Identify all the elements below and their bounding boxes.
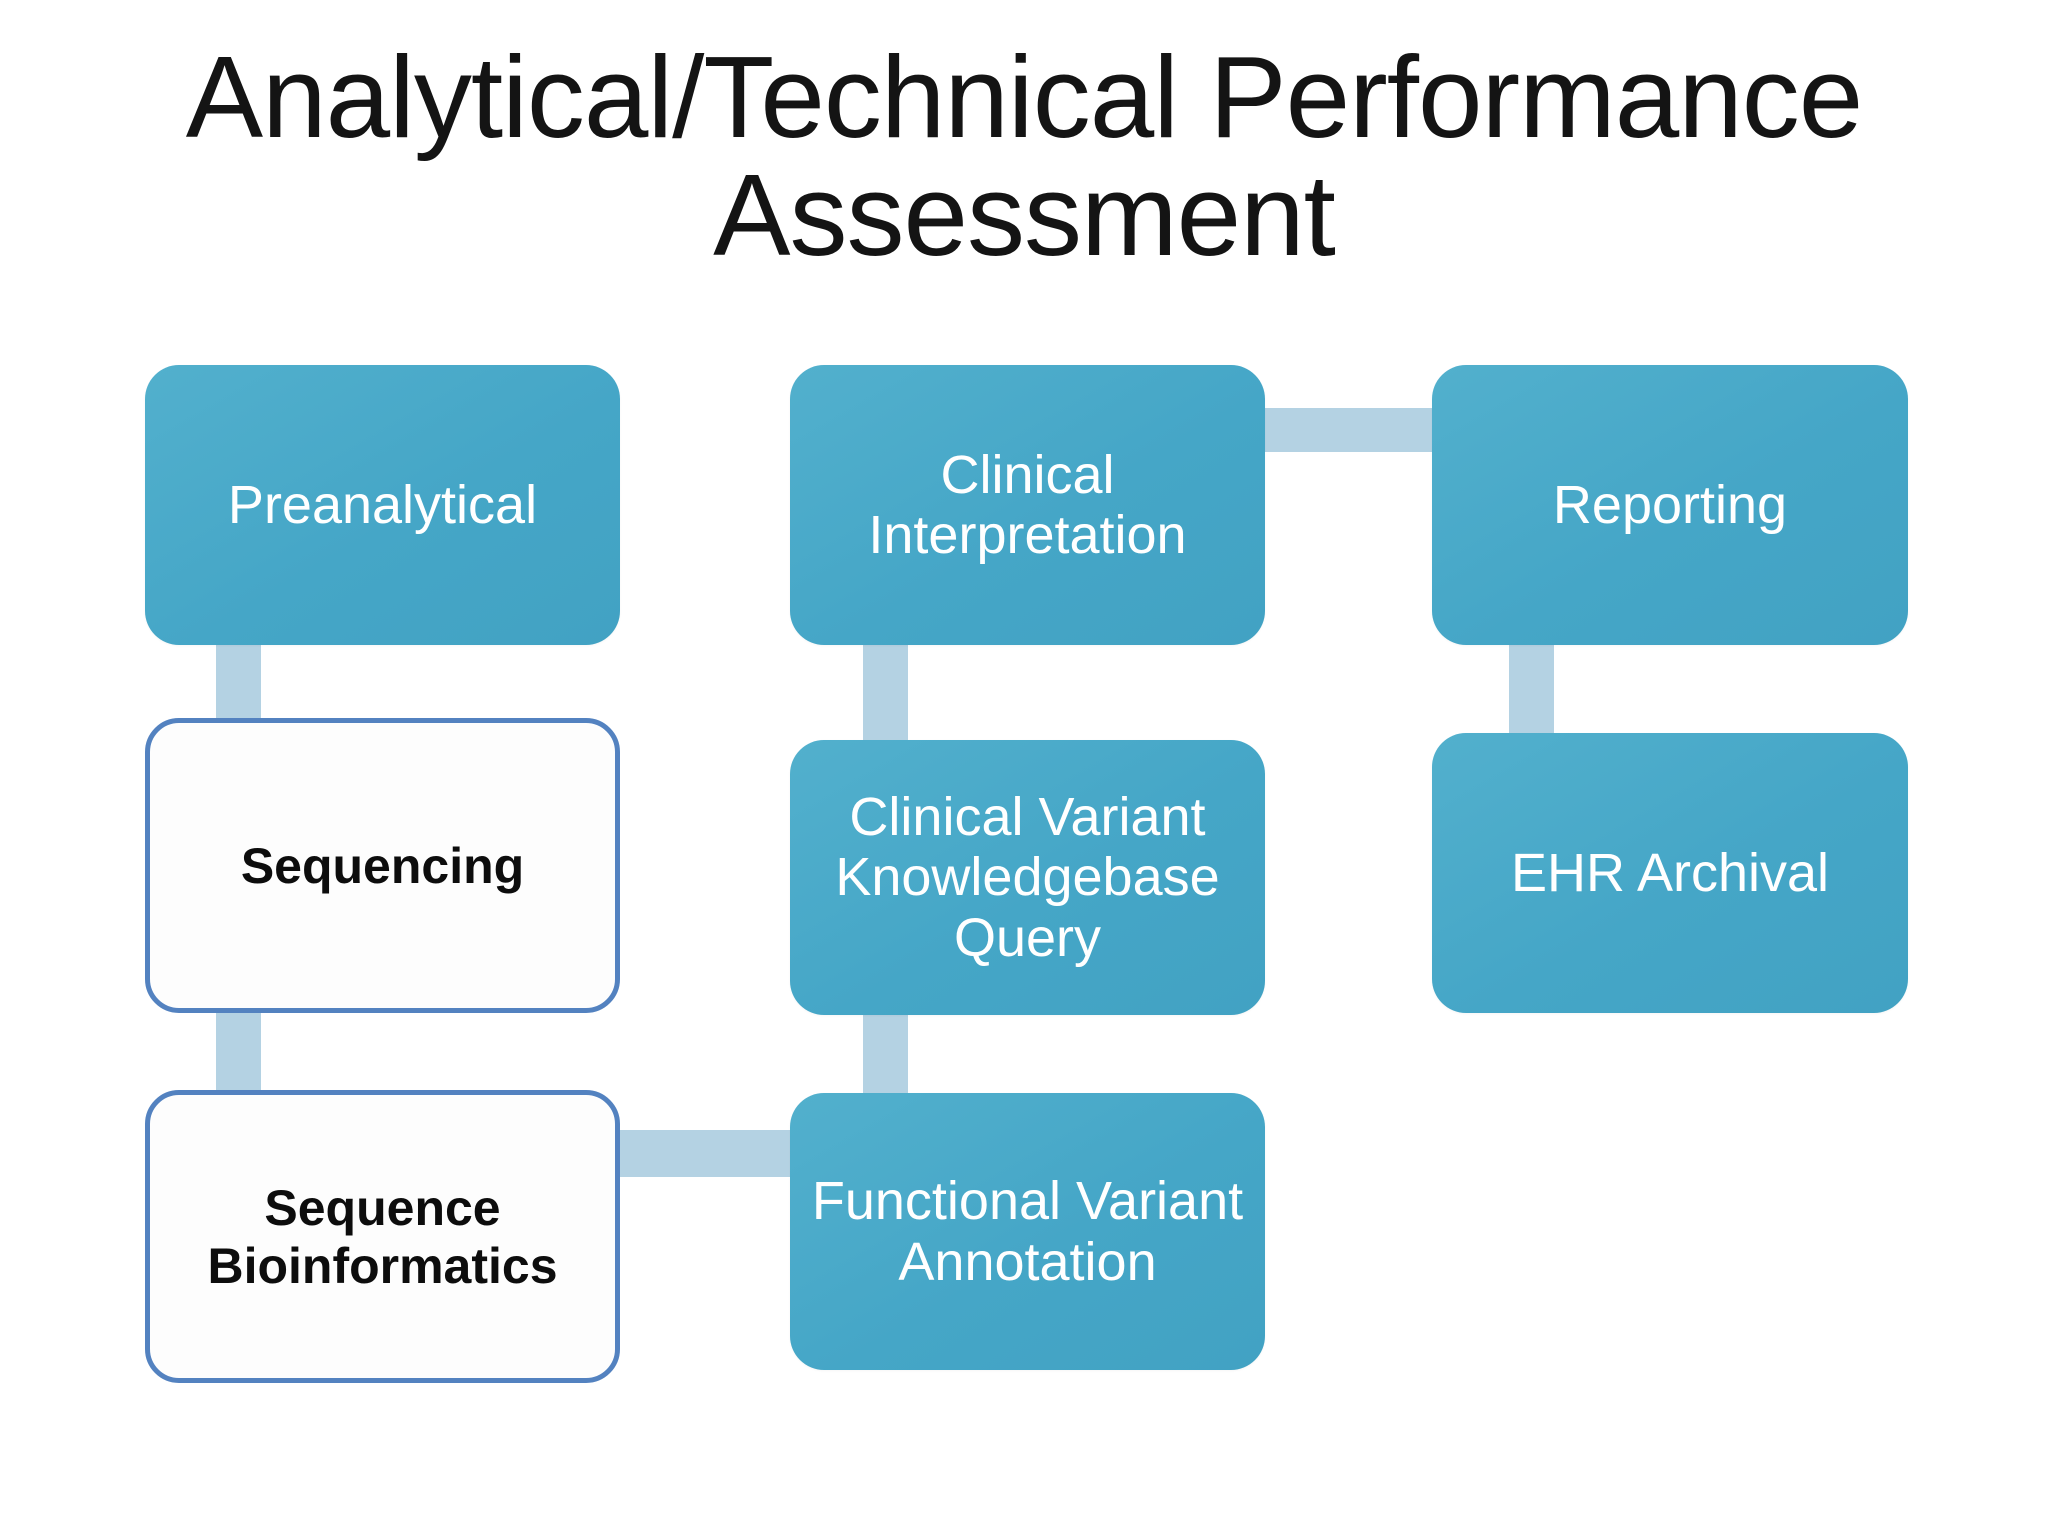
- connector-clinical-variant-knowledgebase-query-to-clinical-interpretation: [863, 640, 908, 745]
- connector-preanalytical-to-sequencing: [216, 640, 261, 722]
- connector-functional-variant-annotation-to-clinical-variant-knowledgebase-query: [863, 1008, 908, 1098]
- node-sequencing-label: Sequencing: [240, 837, 525, 894]
- connector-sequence-bioinformatics-to-functional-variant-annotation: [620, 1130, 805, 1177]
- node-ehr-archival[interactable]: EHR Archival: [1432, 733, 1908, 1013]
- node-sequencing[interactable]: Sequencing: [145, 718, 620, 1013]
- node-sequence-bioinformatics[interactable]: Sequence Bioinformatics: [145, 1090, 620, 1383]
- node-sequence-bioinformatics-label: Sequence Bioinformatics: [207, 1179, 558, 1294]
- page-title: Analytical/Technical Performance Assessm…: [185, 32, 1864, 281]
- node-functional-variant-annotation[interactable]: Functional Variant Annotation: [790, 1093, 1265, 1370]
- node-functional-variant-annotation-label: Functional Variant Annotation: [811, 1171, 1244, 1292]
- connector-reporting-to-ehr-archival: [1509, 640, 1554, 738]
- node-reporting[interactable]: Reporting: [1432, 365, 1908, 645]
- node-clinical-interpretation[interactable]: Clinical Interpretation: [790, 365, 1265, 645]
- node-ehr-archival-label: EHR Archival: [1510, 842, 1830, 903]
- node-preanalytical-label: Preanalytical: [227, 474, 538, 535]
- node-clinical-variant-knowledgebase-query-label: Clinical Variant Knowledgebase Query: [835, 786, 1220, 968]
- node-clinical-interpretation-label: Clinical Interpretation: [868, 444, 1187, 565]
- connector-clinical-interpretation-to-reporting: [1262, 408, 1440, 452]
- connector-sequencing-to-sequence-bioinformatics: [216, 1006, 261, 1096]
- node-preanalytical[interactable]: Preanalytical: [145, 365, 620, 645]
- node-reporting-label: Reporting: [1552, 474, 1788, 535]
- node-clinical-variant-knowledgebase-query[interactable]: Clinical Variant Knowledgebase Query: [790, 740, 1265, 1015]
